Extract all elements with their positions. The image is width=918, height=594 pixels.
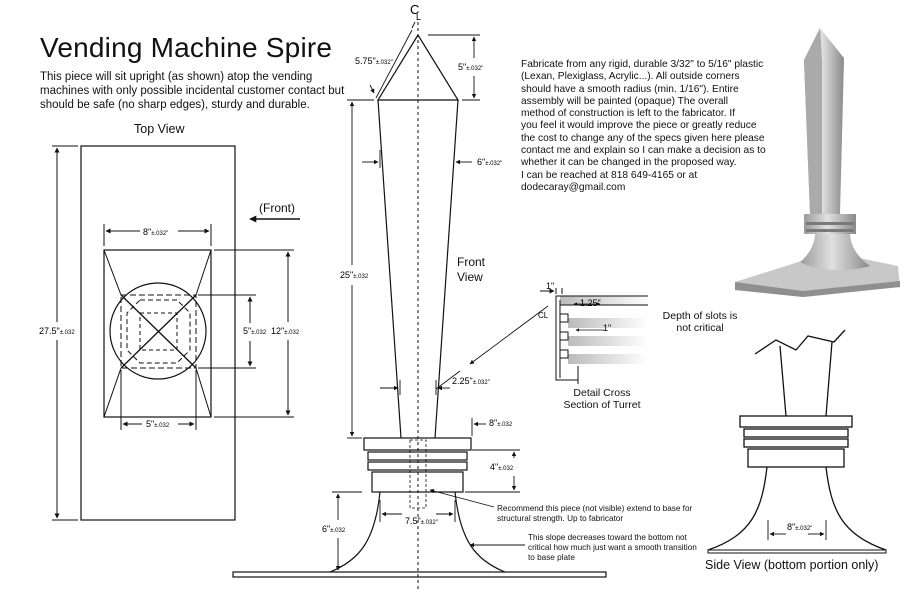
front-view-drawing bbox=[232, 21, 607, 590]
intro-text: This piece will sit upright (as shown) a… bbox=[40, 71, 345, 111]
detail-cl-mark: CL bbox=[538, 311, 549, 320]
spec-line: contact me and explain so I can make a d… bbox=[521, 145, 766, 157]
spec-line: the cost to change any of the specs give… bbox=[521, 132, 765, 144]
dim-detail-125: 1.25" bbox=[580, 298, 601, 308]
centerline-mark-l: L bbox=[416, 12, 421, 22]
dim-turret-height: 4"±.032 bbox=[490, 462, 514, 472]
detail-cross-section bbox=[540, 288, 650, 384]
dim-shaft-height: 25"±.032 bbox=[340, 270, 369, 280]
spec-line: should have a smooth radius (min. 1/16")… bbox=[521, 83, 739, 95]
dim-top-8: 8"±.032" bbox=[143, 227, 168, 237]
spec-line: (Lexan, Plexiglass, Acrylic...). All out… bbox=[521, 71, 740, 83]
detail-cross-section-label: Detail Cross Section of Turret bbox=[563, 387, 641, 411]
spec-line: Fabricate from any rigid, durable 3/32" … bbox=[521, 59, 764, 70]
dim-turret-width: 8"±.032 bbox=[489, 418, 513, 428]
dim-base-width: 7.5"±.032" bbox=[405, 516, 438, 526]
spec-line: whether it can be changed in the propose… bbox=[521, 157, 737, 169]
dim-detail-1a: 1" bbox=[546, 281, 554, 291]
dim-tip-width: 5.75"±.032" bbox=[355, 56, 393, 66]
dim-shaft-bottom: 2.25"±.032" bbox=[452, 376, 490, 386]
top-view-label: Top View bbox=[134, 122, 185, 136]
side-view-label: Side View (bottom portion only) bbox=[705, 558, 879, 572]
spec-line: dodecaray@gmail.com bbox=[521, 181, 626, 193]
dim-detail-1b: 1" bbox=[603, 323, 611, 333]
dim-top-12: 12"±.032 bbox=[271, 326, 300, 336]
dim-top-5: 5"±.032 bbox=[243, 326, 267, 336]
dim-shaft-width: 6"±.032" bbox=[477, 157, 502, 167]
slope-note: This slope decreases toward the bottom n… bbox=[528, 533, 697, 562]
page-title: Vending Machine Spire bbox=[40, 32, 333, 63]
spire-3d-render bbox=[735, 28, 900, 297]
dim-tip-height: 5"±.032" bbox=[458, 62, 483, 72]
centerline-mark: C bbox=[410, 2, 419, 17]
spec-line: I can be reached at 818 649-4165 or at bbox=[521, 169, 698, 181]
spec-line: you feel it would improve the piece or g… bbox=[521, 120, 757, 132]
spec-line: assembly will be painted (opaque) The ov… bbox=[521, 95, 729, 107]
slots-depth-note: Depth of slots is not critical bbox=[662, 310, 738, 334]
side-view-drawing bbox=[707, 329, 887, 554]
dim-top-bottom5: 5"±.032 bbox=[146, 419, 170, 429]
spec-text: Fabricate from any rigid, durable 3/32" … bbox=[521, 59, 783, 194]
front-view-label: Front View bbox=[457, 255, 486, 284]
spec-line: method of construction is left to the fa… bbox=[521, 108, 736, 120]
dim-side-width: 8"±.032" bbox=[787, 522, 812, 532]
dim-base-height: 6"±.032 bbox=[322, 524, 346, 534]
dim-top-27: 27.5"±.032 bbox=[39, 326, 75, 336]
recommend-note: Recommend this piece (not visible) exten… bbox=[497, 504, 693, 523]
front-direction-label: (Front) bbox=[259, 201, 295, 215]
top-view-drawing bbox=[52, 145, 300, 521]
